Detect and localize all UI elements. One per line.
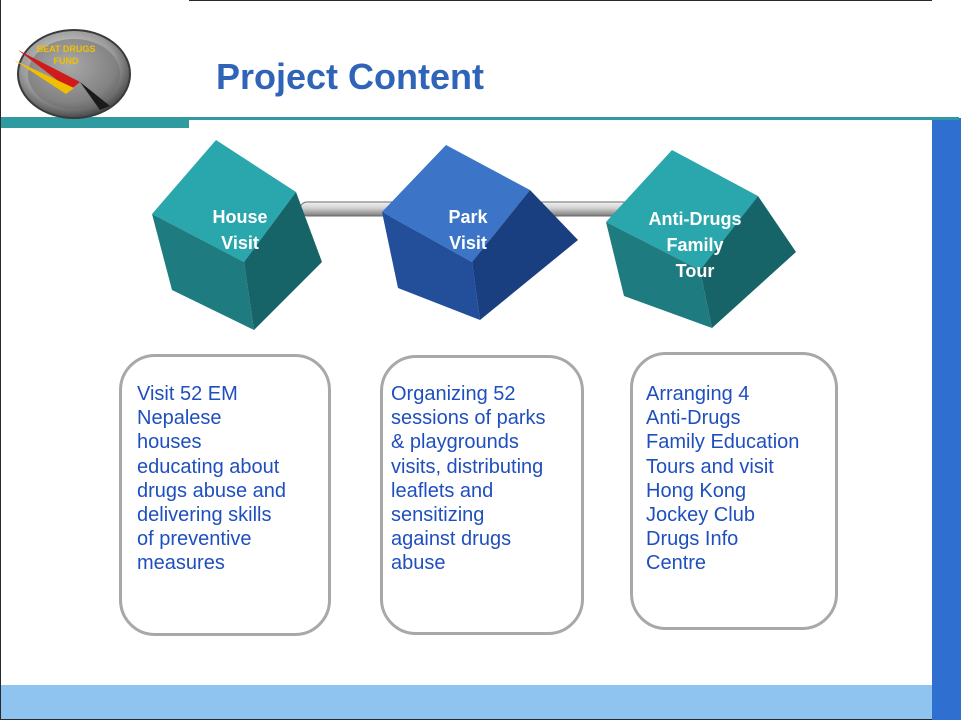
right-top-white [932,0,961,118]
card-park-visit-text: Organizing 52 sessions of parks & playgr… [391,383,546,575]
card-anti-drugs-tour-text: Arranging 4 Anti-Drugs Family Education … [646,383,800,575]
title-underline-stub [1,120,189,128]
cube-anti-drugs-tour [606,150,796,328]
title-box [198,46,932,118]
card-house-visit [119,354,331,636]
logo-lettering: BEAT DRUGS FUND [37,44,96,66]
card-park-visit [380,355,584,635]
footer-band [1,685,932,719]
beat-drugs-fund-logo: BEAT DRUGS FUND [14,29,131,119]
right-side-band [932,0,961,720]
title-underline [1,117,959,120]
card-house-visit-text: Visit 52 EM Nepalese houses educating ab… [137,383,287,575]
cube-house-visit [152,140,322,330]
svg-text:BEAT DRUGS: BEAT DRUGS [37,44,96,54]
card-anti-drugs-tour [630,352,838,630]
step-label-house-visit: House Visit [212,207,268,253]
svg-text:FUND: FUND [54,56,79,66]
step-label-park-visit: Park Visit [448,207,488,253]
step-label-anti-drugs-tour: Anti-Drugs Family Tour [648,209,742,281]
page-title: Project Content [216,56,485,97]
cube-park-visit [382,145,578,320]
